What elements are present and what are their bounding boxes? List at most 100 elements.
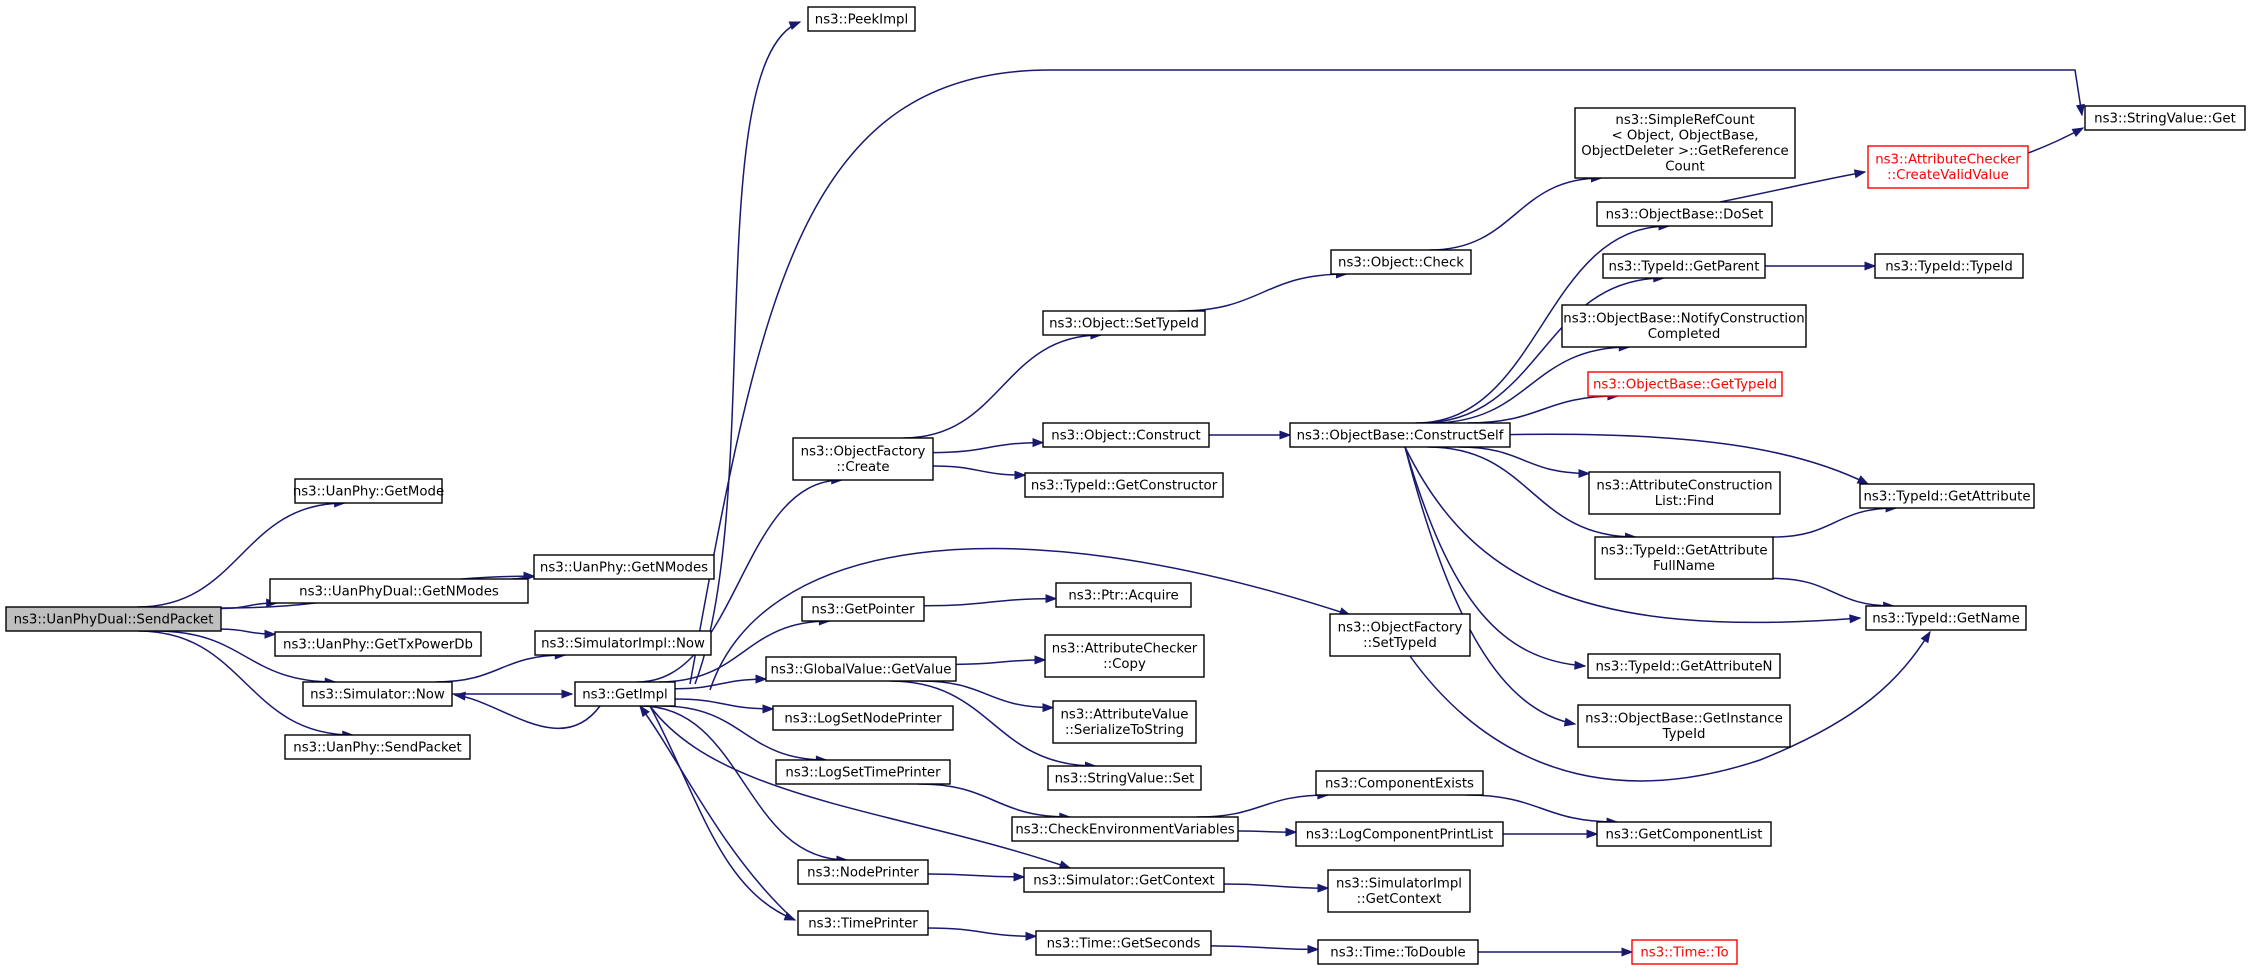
node-tid_getattribute[interactable]: ns3::TypeId::GetAttribute	[1859, 483, 2035, 509]
node-of_settypeid[interactable]: ns3::ObjectFactory::SetTypeId	[1329, 613, 1471, 657]
node-simulatorimpl_now[interactable]: ns3::SimulatorImpl::Now	[534, 630, 712, 656]
node-logcomponentprintlist[interactable]: ns3::LogComponentPrintList	[1295, 821, 1504, 847]
edge-line	[637, 479, 842, 683]
node-label: ns3::SimulatorImpl	[1336, 877, 1462, 892]
node-tid_getattributen[interactable]: ns3::TypeId::GetAttributeN	[1587, 653, 1781, 679]
node-simulator_now[interactable]: ns3::Simulator::Now	[302, 681, 453, 707]
node-getmode[interactable]: ns3::UanPhy::GetMode	[293, 478, 444, 504]
edge-obj_check-to-simplerefcount	[1429, 173, 1603, 251]
node-logsettimeprinter[interactable]: ns3::LogSetTimePrinter	[775, 759, 951, 785]
edge-line	[1772, 577, 1894, 607]
node-gettxpowerdb[interactable]: ns3::UanPhy::GetTxPowerDb	[274, 631, 482, 657]
node-getpointer[interactable]: ns3::GetPointer	[801, 596, 925, 622]
node-getcomponentlist[interactable]: ns3::GetComponentList	[1596, 821, 1772, 847]
node-logsetnodeprinter[interactable]: ns3::LogSetNodePrinter	[772, 705, 954, 731]
node-obj_settypeid[interactable]: ns3::Object::SetTypeId	[1042, 310, 1206, 336]
edge-line	[694, 21, 801, 685]
node-box	[1289, 422, 1511, 448]
edge-arrowhead	[1014, 470, 1027, 480]
node-box	[1602, 253, 1766, 279]
edge-checkenv-to-componentexists	[1196, 790, 1330, 818]
node-ob_notify[interactable]: ns3::ObjectBase::NotifyConstructionCompl…	[1561, 304, 1807, 348]
node-ac_createvalid[interactable]: ns3::AttributeChecker::CreateValidValue	[1867, 145, 2029, 189]
edge-line	[955, 659, 1046, 666]
node-dual_getnmodes[interactable]: ns3::UanPhyDual::GetNModes	[269, 578, 529, 604]
edge-ob_doset-to-ac_createvalid	[1719, 169, 1867, 203]
node-box	[284, 734, 471, 760]
edge-of_create-to-obj_construct	[932, 438, 1045, 454]
edge-line	[137, 502, 345, 608]
node-checkenv[interactable]: ns3::CheckEnvironmentVariables	[1011, 816, 1239, 842]
edge-line	[1223, 883, 1329, 889]
node-box	[1024, 472, 1224, 498]
node-time_getseconds[interactable]: ns3::Time::GetSeconds	[1035, 930, 1212, 956]
node-time_todouble[interactable]: ns3::Time::ToDouble	[1317, 939, 1479, 965]
edge-checkenv-to-logcomponentprintlist	[1237, 827, 1298, 837]
edge-getimpl-to-logsetnodeprinter	[674, 698, 775, 714]
node-label: ns3::LogSetTimePrinter	[785, 765, 941, 780]
node-tid_getparent[interactable]: ns3::TypeId::GetParent	[1602, 253, 1766, 279]
node-sv_get[interactable]: ns3::StringValue::Get	[2084, 105, 2246, 131]
nodes-layer: ns3::UanPhyDual::SendPacketns3::UanPhy::…	[5, 6, 2246, 965]
node-gv_getvalue[interactable]: ns3::GlobalValue::GetValue	[765, 656, 957, 682]
edge-logsettimeprinter-to-checkenv	[918, 783, 1072, 822]
node-label: ns3::NodePrinter	[807, 865, 919, 880]
node-timeprinter[interactable]: ns3::TimePrinter	[797, 910, 929, 936]
node-label: < Object, ObjectBase,	[1611, 129, 1758, 144]
node-obj_check[interactable]: ns3::Object::Check	[1330, 249, 1472, 275]
edge-arrowhead	[1279, 430, 1292, 440]
edge-arrowhead	[783, 911, 797, 921]
node-uanphy_getnmodes[interactable]: ns3::UanPhy::GetNModes	[533, 554, 715, 580]
edge-time_todouble-to-time_to	[1477, 947, 1634, 957]
node-sv_set[interactable]: ns3::StringValue::Set	[1047, 765, 1202, 791]
edge-ob_constructself-to-ob_getinstancetypeid	[1404, 446, 1577, 727]
node-ptr_acquire[interactable]: ns3::Ptr::Acquire	[1055, 582, 1192, 608]
node-label: Completed	[1648, 327, 1721, 342]
node-tid_getname[interactable]: ns3::TypeId::GetName	[1865, 605, 2027, 631]
node-box	[1047, 765, 1202, 791]
node-ob_constructself[interactable]: ns3::ObjectBase::ConstructSelf	[1289, 422, 1511, 448]
edge-getimpl-to-timeprinter	[649, 705, 797, 921]
node-tid_typeid[interactable]: ns3::TypeId::TypeId	[1874, 253, 2024, 279]
node-label: ns3::LogSetNodePrinter	[784, 711, 942, 726]
edge-obj_construct-to-ob_constructself	[1209, 430, 1292, 440]
node-label: ns3::AttributeChecker	[1875, 153, 2021, 168]
node-simimpl_getcontext[interactable]: ns3::SimulatorImpl::GetContext	[1327, 869, 1471, 913]
node-time_to[interactable]: ns3::Time::To	[1631, 939, 1738, 965]
node-sim_getcontext[interactable]: ns3::Simulator::GetContext	[1023, 867, 1225, 893]
node-uanphy_sendpacket[interactable]: ns3::UanPhy::SendPacket	[284, 734, 471, 760]
node-getimpl[interactable]: ns3::GetImpl	[574, 681, 676, 707]
node-root[interactable]: ns3::UanPhyDual::SendPacket	[5, 606, 222, 632]
node-peekimpl[interactable]: ns3::PeekImpl	[807, 6, 916, 32]
node-tid_getconstructor[interactable]: ns3::TypeId::GetConstructor	[1024, 472, 1224, 498]
node-box	[1867, 145, 2029, 189]
node-av_serialize[interactable]: ns3::AttributeValue::SerializeToString	[1052, 700, 1197, 744]
edge-line	[932, 441, 1044, 454]
node-box	[1052, 700, 1197, 744]
node-of_create[interactable]: ns3::ObjectFactory::Create	[792, 437, 934, 481]
edge-arrowhead	[1285, 827, 1298, 837]
edge-of_create-to-tid_getconstructor	[932, 465, 1027, 480]
node-label: ns3::Time::GetSeconds	[1047, 936, 1201, 951]
node-ob_gettypeid[interactable]: ns3::ObjectBase::GetTypeId	[1587, 371, 1783, 397]
edge-gv_getvalue-to-av_serialize	[920, 680, 1055, 713]
edge-arrowhead	[1864, 261, 1877, 271]
node-ob_doset[interactable]: ns3::ObjectBase::DoSet	[1596, 201, 1773, 227]
edge-arrowhead	[264, 629, 277, 639]
edge-obj_settypeid-to-obj_check	[1178, 269, 1348, 312]
node-nodeprinter[interactable]: ns3::NodePrinter	[797, 859, 929, 885]
edge-line	[932, 465, 1026, 476]
edge-line	[1420, 277, 1664, 424]
edge-getimpl-to-peekimpl	[694, 21, 802, 685]
node-simplerefcount[interactable]: ns3::SimpleRefCount< Object, ObjectBase,…	[1574, 107, 1796, 179]
node-ac_copy[interactable]: ns3::AttributeChecker::Copy	[1044, 634, 1205, 678]
node-obj_construct[interactable]: ns3::Object::Construct	[1042, 422, 1210, 448]
node-label: ns3::LogComponentPrintList	[1306, 827, 1494, 842]
node-box	[302, 681, 453, 707]
node-label: ns3::Object::Check	[1338, 255, 1464, 270]
node-componentexists[interactable]: ns3::ComponentExists	[1315, 770, 1484, 796]
